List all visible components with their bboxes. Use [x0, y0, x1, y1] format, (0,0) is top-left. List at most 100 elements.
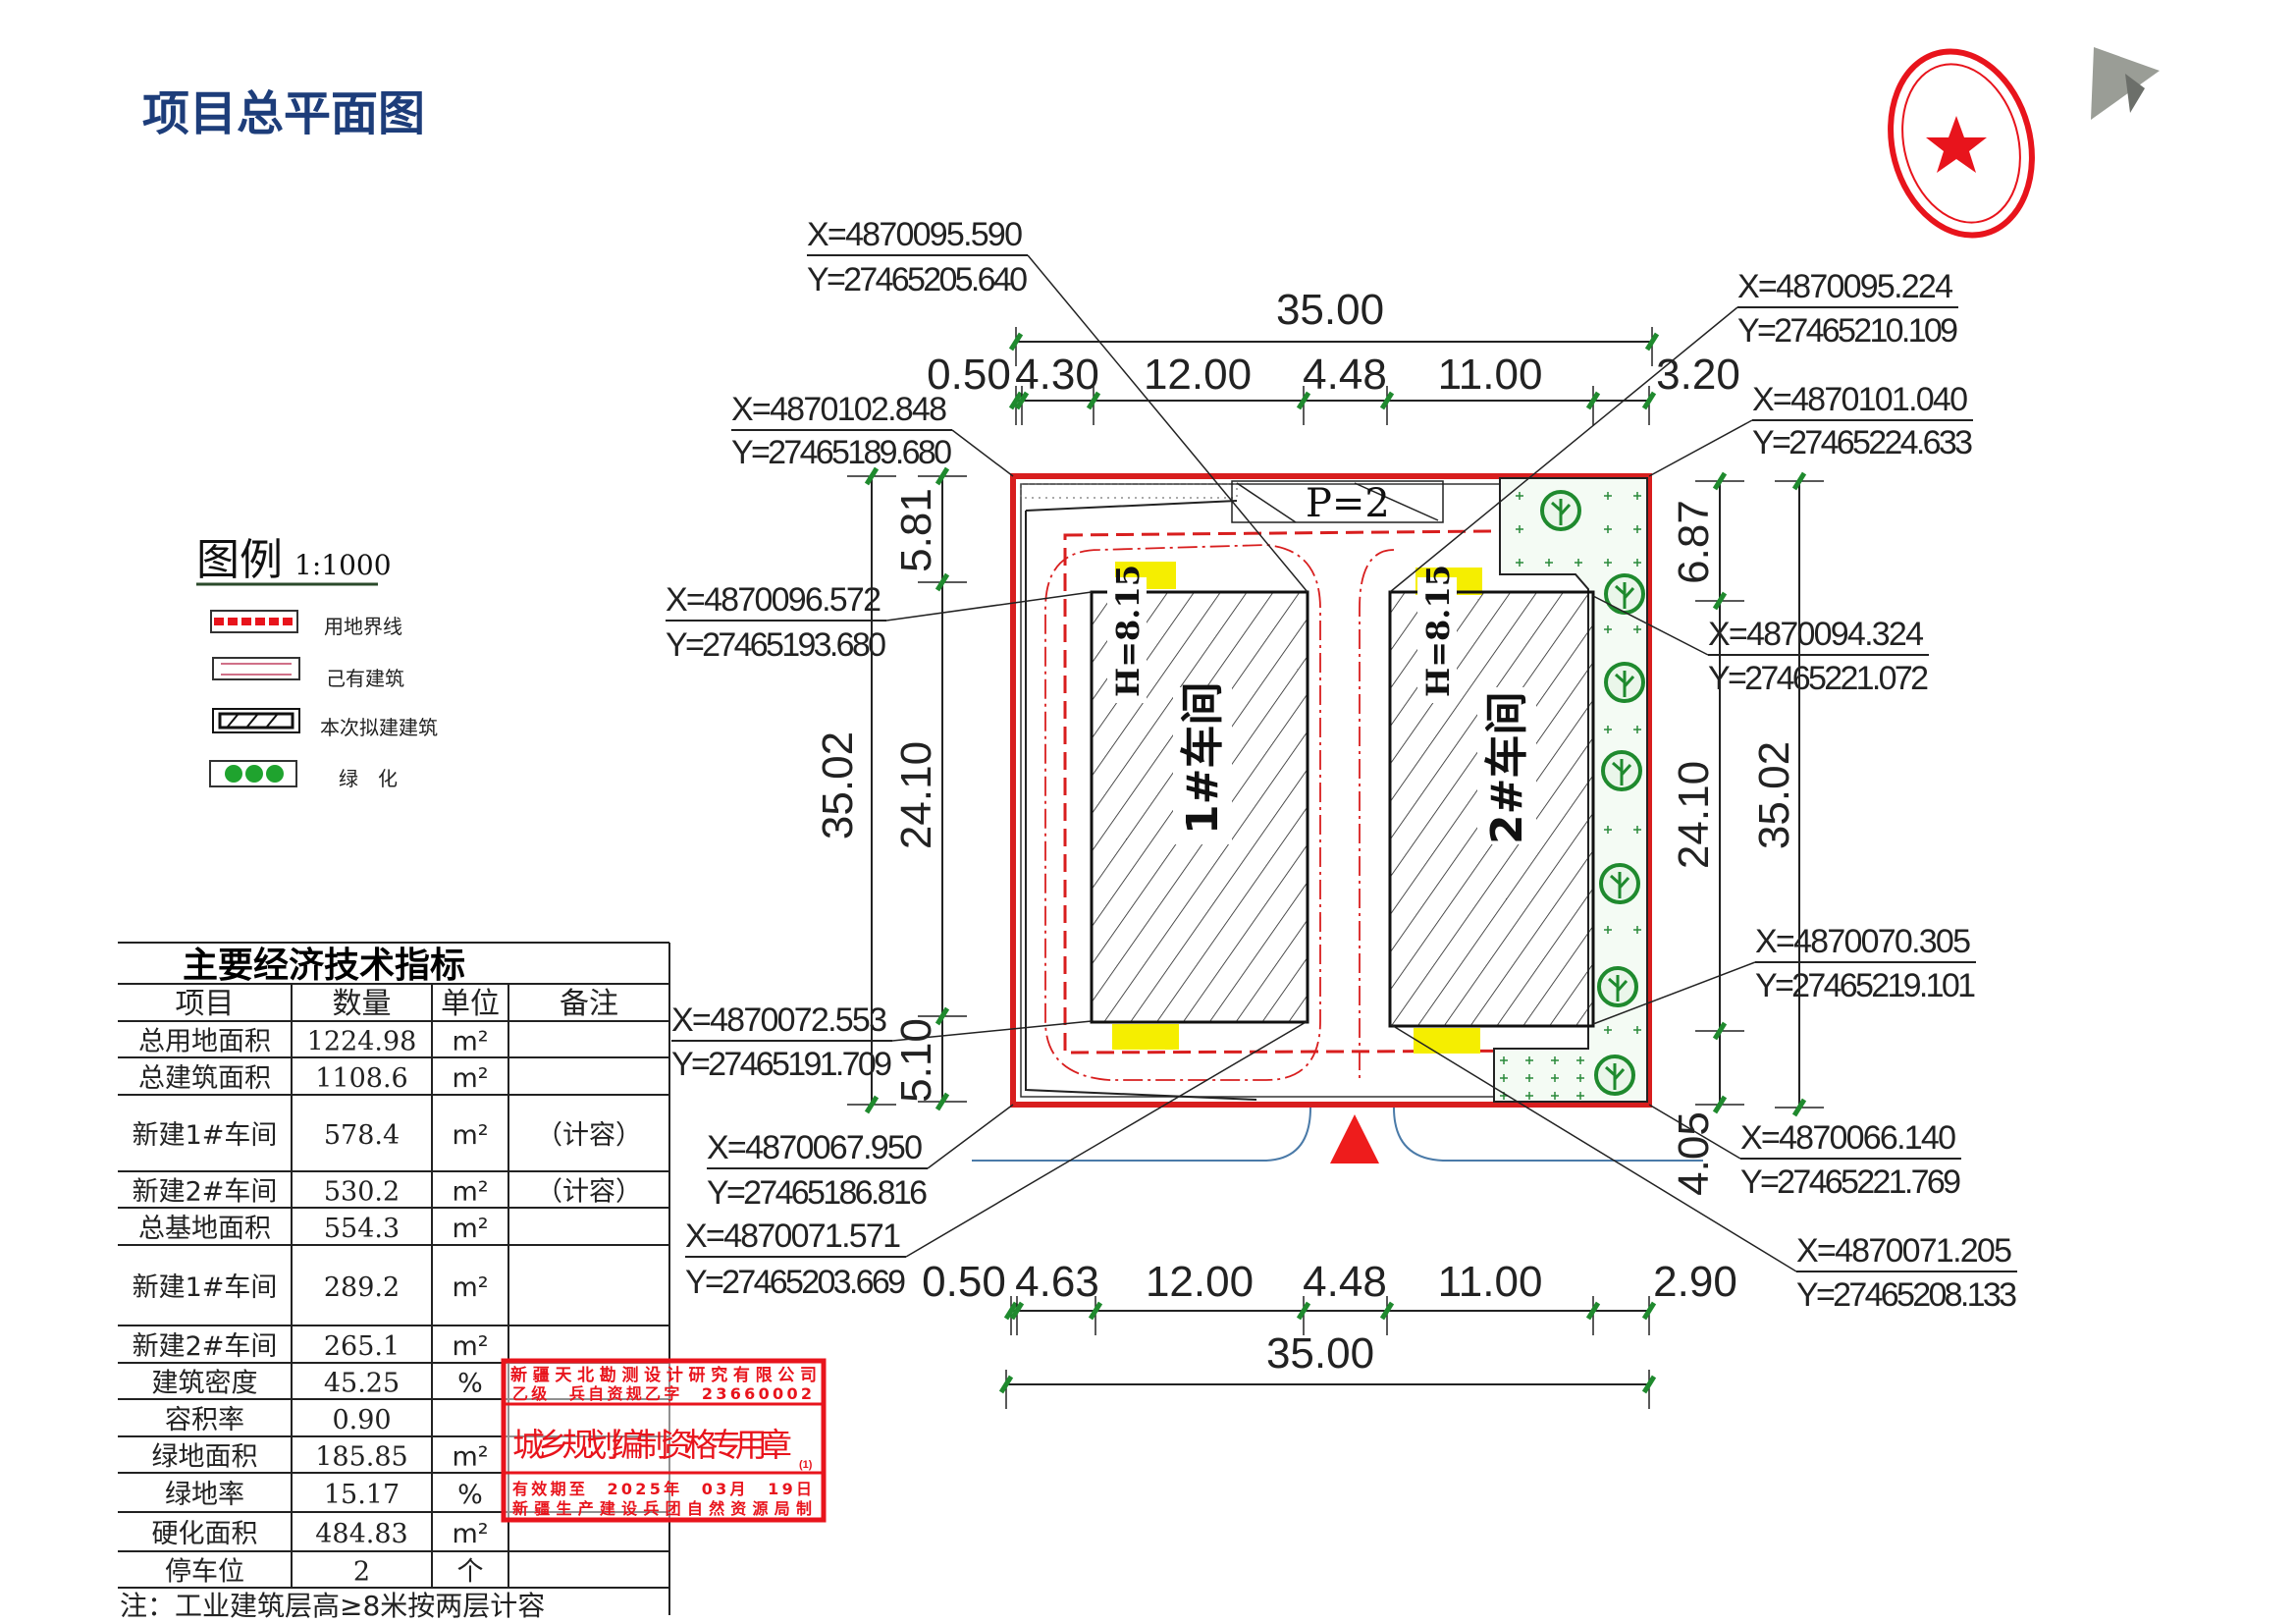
- table-cell: 1108.6: [315, 1063, 407, 1094]
- table-cell: 总基地面积: [138, 1214, 271, 1244]
- building-1: H=8.15 1#车间: [1090, 565, 1309, 1024]
- coordinate-y: Y=27465208.133: [1796, 1276, 2017, 1314]
- table-cell: 0.90: [332, 1405, 391, 1435]
- table-cell: 停车位: [165, 1557, 244, 1588]
- coordinate-x: X=4870066.140: [1740, 1119, 1956, 1157]
- table-row: 容积率 0.90: [165, 1405, 392, 1435]
- seal-line-3-suffix: (1): [799, 1459, 813, 1471]
- table-cell: 484.83: [315, 1519, 407, 1549]
- dimension-tick: [1712, 471, 1728, 491]
- table-cell: 289.2: [324, 1272, 400, 1303]
- parking-area: P=2: [1231, 480, 1444, 526]
- table-cell: 绿地率: [165, 1480, 244, 1510]
- boundary-line-symbol: [210, 610, 298, 633]
- bottom-segment-dimension: 12.00: [1146, 1258, 1254, 1306]
- top-segment-dimension: 4.30: [1015, 351, 1099, 399]
- table-cell: m²: [452, 1027, 488, 1057]
- bottom-segment-dimension: 4.48: [1303, 1258, 1387, 1306]
- coordinate-x: X=4870101.040: [1752, 381, 1968, 418]
- left-segment-dimension: 24.10: [892, 741, 940, 849]
- table-cell: 554.3: [324, 1214, 400, 1244]
- coordinate-y: Y=27465224.633: [1752, 424, 1973, 461]
- tree-icon: [1599, 863, 1640, 904]
- bottom-segment-dimension: 0.50: [922, 1258, 1006, 1306]
- top-segment-dimension: 0.50: [927, 351, 1011, 399]
- page-title: 项目总平面图: [142, 86, 425, 141]
- seal-line-3: 城乡规划编制资格专用章: [512, 1426, 792, 1464]
- table-header: 项目数量单位备注: [176, 987, 619, 1021]
- coordinate-y: Y=27465203.669: [685, 1264, 906, 1301]
- site-boundary: [1010, 473, 1652, 1108]
- table-cell: 530.2: [324, 1177, 400, 1208]
- table-cell: 总建筑面积: [138, 1063, 271, 1094]
- left-segment-dimension: 5.81: [892, 488, 940, 572]
- greenery-dots: [1500, 492, 1641, 1100]
- legend-label-boundary: 用地界线: [324, 615, 402, 638]
- dimension-tick: [998, 1375, 1014, 1394]
- coordinate-y: Y=27465186.816: [707, 1174, 928, 1212]
- dimension-tick: [1791, 471, 1807, 491]
- coordinate-x: X=4870072.553: [671, 1001, 887, 1039]
- coordinate-y: Y=27465191.709: [671, 1046, 892, 1083]
- dimension-tick: [1641, 1301, 1657, 1321]
- dimension-tick: [1003, 1301, 1019, 1321]
- dimension-tick: [1086, 391, 1101, 410]
- right-segment-dimension: 6.87: [1670, 500, 1718, 584]
- table-cell: 15.17: [324, 1480, 400, 1510]
- left-total-dimension: 35.02: [814, 731, 862, 839]
- table-cell: 绿地面积: [152, 1442, 258, 1473]
- building-2: H=8.15 2#车间: [1388, 565, 1595, 1028]
- table-cell: %: [457, 1480, 483, 1510]
- dimension-tick: [1379, 391, 1395, 410]
- coordinate-x: X=4870094.324: [1708, 616, 1924, 653]
- top-segment-dimension: 4.48: [1303, 351, 1387, 399]
- table-cell: 单位: [441, 987, 500, 1021]
- dimension-tick: [864, 466, 880, 486]
- table-cell: 备注: [560, 987, 618, 1021]
- table-cell: 45.25: [324, 1369, 400, 1399]
- dimension-tick: [934, 466, 950, 486]
- dimension-tick: [934, 1092, 950, 1111]
- table-cell: m²: [452, 1120, 488, 1151]
- bottom-segment-dimension: 4.63: [1015, 1258, 1099, 1306]
- legend: 图例 1:1000 用地界线 己有建筑 本次拟建建筑 绿 化: [196, 535, 438, 790]
- table-cell: 数量: [333, 987, 392, 1021]
- dimension-tick: [934, 572, 950, 592]
- dimension-tick: [864, 1095, 880, 1114]
- table-cell: 新建1#车间: [133, 1120, 278, 1151]
- coordinate-y: Y=27465221.072: [1708, 660, 1929, 697]
- legend-label-existing: 己有建筑: [326, 667, 404, 690]
- coordinate-y: Y=27465205.640: [807, 261, 1028, 298]
- legend-title: 图例: [196, 535, 283, 585]
- table-cell: 新建1#车间: [133, 1272, 278, 1303]
- table-note: 注：工业建筑层高≥8米按两层计容: [120, 1590, 545, 1622]
- coordinate-x: X=4870071.571: [685, 1217, 901, 1255]
- right-segment-dimension: 4.05: [1670, 1111, 1718, 1196]
- building-1-height: H=8.15: [1109, 565, 1147, 697]
- building-1-name: 1#车间: [1178, 682, 1228, 835]
- north-arrow-icon: [2091, 47, 2160, 120]
- top-segment-dimension: 12.00: [1144, 351, 1252, 399]
- table-cell: 硬化面积: [152, 1519, 258, 1549]
- table-cell: 容积率: [165, 1405, 244, 1435]
- dimension-tick: [1008, 391, 1024, 410]
- bottom-total-dimension: 35.00: [1266, 1329, 1374, 1378]
- table-cell: m²: [452, 1331, 488, 1362]
- coordinate-y: Y=27465210.109: [1737, 312, 1958, 350]
- dimension-tick: [1641, 1375, 1657, 1394]
